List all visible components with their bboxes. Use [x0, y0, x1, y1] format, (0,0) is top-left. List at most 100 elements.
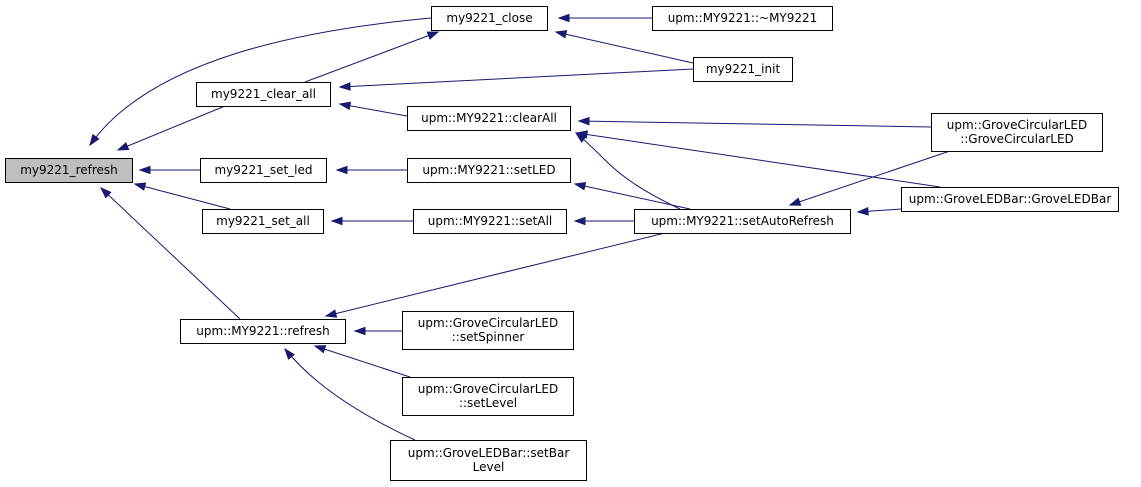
node-box[interactable] — [931, 113, 1103, 152]
node-my9221-setautorefresh[interactable]: upm::MY9221::setAutoRefresh — [634, 209, 851, 234]
edge-my9221_set_led-to-my9221_refresh — [138, 165, 200, 175]
edge-line — [576, 132, 941, 188]
edge-line — [117, 105, 226, 151]
arrowhead — [330, 216, 343, 226]
arrowhead — [338, 82, 351, 91]
node-label: upm::MY9221::refresh — [196, 324, 330, 338]
node-label: upm::MY9221::setAll — [428, 214, 553, 228]
node-grovecircularled-setspinner[interactable]: upm::GroveCircularLED::setSpinner — [402, 311, 574, 350]
node-box[interactable] — [407, 158, 571, 183]
node-my9221-init[interactable]: my9221_init — [693, 57, 793, 82]
node-my9221-close[interactable]: my9221_close — [431, 6, 548, 31]
node-label: upm::GroveLEDBar::GroveLEDBar — [909, 192, 1112, 206]
node-grovecircularled-setlevel[interactable]: upm::GroveCircularLED::setLevel — [402, 377, 574, 416]
node-box[interactable] — [431, 6, 548, 31]
edge-my9221_init-to-my9221_close — [554, 30, 694, 64]
edge-line — [325, 232, 666, 317]
arrowhead — [426, 31, 440, 40]
edge-my9221_init-to-my9221_clear_all — [338, 68, 694, 91]
arrowhead — [89, 133, 100, 147]
arrowhead — [116, 142, 130, 151]
edge-MY9221_destructor-to-my9221_close — [557, 13, 652, 23]
node-box[interactable] — [901, 187, 1119, 212]
node-label: my9221_set_led — [214, 163, 312, 177]
arrowhead — [573, 182, 587, 191]
edge-line — [339, 103, 408, 117]
edge-GroveCircularLED_ctor-to-MY9221_setAutoRefresh — [788, 150, 951, 206]
node-box[interactable] — [180, 319, 346, 344]
arrowhead — [138, 165, 151, 175]
node-my9221-clear-all[interactable]: my9221_clear_all — [196, 82, 331, 107]
arrowhead — [856, 206, 869, 216]
node-my9221-destructor[interactable]: upm::MY9221::~MY9221 — [652, 6, 833, 31]
node-label: upm::GroveLEDBar::setBar — [408, 446, 570, 460]
arrowhead — [313, 345, 327, 354]
node-my9221-set-all[interactable]: my9221_set_all — [202, 209, 324, 234]
node-box[interactable] — [413, 209, 567, 234]
edge-line — [304, 31, 439, 83]
arrowhead — [573, 216, 586, 226]
edge-MY9221_setAutoRefresh-to-MY9221_clearAll — [574, 132, 681, 210]
node-label: Level — [473, 460, 505, 474]
edge-MY9221_setAutoRefresh-to-MY9221_setLED — [573, 182, 691, 210]
arrowhead — [324, 309, 338, 318]
arrowhead — [338, 101, 352, 111]
edge-line — [134, 183, 231, 210]
node-box[interactable] — [196, 82, 331, 107]
node-my9221-clearall[interactable]: upm::MY9221::clearAll — [407, 106, 571, 131]
edge-GroveCircularLED_setSpinner-to-MY9221_refresh — [353, 326, 402, 336]
edges-layer — [89, 13, 951, 441]
arrowhead — [577, 116, 590, 126]
node-label: upm::MY9221::clearAll — [421, 111, 557, 125]
node-label: upm::MY9221::~MY9221 — [668, 11, 818, 25]
node-box[interactable] — [200, 158, 327, 183]
node-box[interactable] — [402, 311, 574, 350]
node-box[interactable] — [652, 6, 833, 31]
node-label: my9221_init — [706, 62, 781, 76]
node-my9221-setall[interactable]: upm::MY9221::setAll — [413, 209, 567, 234]
node-label: upm::MY9221::setAutoRefresh — [651, 214, 834, 228]
edge-line — [578, 120, 932, 128]
edge-line — [100, 187, 241, 320]
arrowhead — [574, 132, 587, 143]
node-my9221-refresh[interactable]: my9221_refresh — [5, 158, 133, 183]
node-box[interactable] — [693, 57, 793, 82]
edge-line — [575, 132, 681, 210]
edge-MY9221_setAutoRefresh-to-MY9221_setAll — [573, 216, 634, 226]
edge-GroveLEDBar_setBarLevel-to-MY9221_refresh — [284, 347, 416, 441]
edge-line — [574, 183, 691, 210]
node-box[interactable] — [202, 209, 324, 234]
arrowhead — [284, 347, 295, 360]
edge-MY9221_refresh-to-my9221_refresh — [99, 186, 241, 320]
node-my9221-set-led[interactable]: my9221_set_led — [200, 158, 327, 183]
node-label: my9221_clear_all — [211, 87, 316, 101]
node-grovecircularled-ctor[interactable]: upm::GroveCircularLED::GroveCircularLED — [931, 113, 1103, 152]
arrowhead — [557, 13, 570, 23]
node-box[interactable] — [390, 440, 587, 481]
node-label: upm::GroveCircularLED — [947, 118, 1088, 132]
edge-GroveCircularLED_ctor-to-MY9221_clearAll — [577, 116, 932, 128]
edge-my9221_clear_all-to-my9221_close — [304, 31, 440, 83]
edge-line — [789, 150, 951, 206]
arrowhead — [133, 182, 147, 191]
edge-line — [339, 68, 694, 88]
edge-line — [89, 17, 432, 146]
node-label: ::setSpinner — [452, 330, 525, 344]
node-label: ::GroveCircularLED — [960, 132, 1074, 146]
node-box[interactable] — [634, 209, 851, 234]
node-box[interactable] — [402, 377, 574, 416]
node-groveledbar-ctor[interactable]: upm::GroveLEDBar::GroveLEDBar — [901, 187, 1119, 212]
edge-MY9221_clearAll-to-my9221_clear_all — [338, 101, 408, 117]
edge-GroveLEDBar_ctor-to-MY9221_setAutoRefresh — [856, 206, 902, 216]
arrowhead — [554, 30, 568, 39]
node-box[interactable] — [407, 106, 571, 131]
node-box[interactable] — [5, 158, 133, 183]
edge-MY9221_setLED-to-my9221_set_led — [335, 165, 407, 175]
edge-MY9221_setAutoRefresh-to-MY9221_refresh — [324, 232, 666, 318]
arrowhead — [99, 186, 112, 199]
node-my9221-setled[interactable]: upm::MY9221::setLED — [407, 158, 571, 183]
node-my9221-refresh[interactable]: upm::MY9221::refresh — [180, 319, 346, 344]
edge-line — [284, 348, 416, 441]
